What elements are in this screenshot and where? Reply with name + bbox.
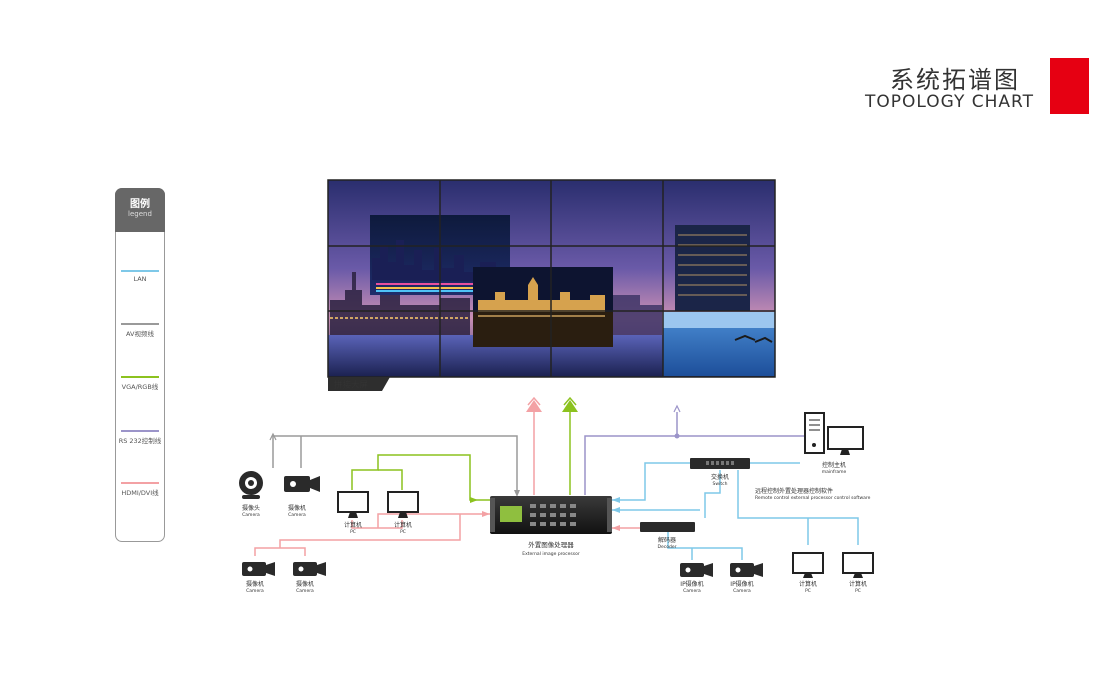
page-title: 系统拓谱图 [890, 66, 1020, 94]
legend-line-lan [121, 270, 159, 272]
camera-icon: 摄像机 Camera [284, 476, 320, 518]
pc-right-1-sublabel: PC [805, 588, 811, 594]
pc-left-2-icon: 计算机 PC [387, 491, 419, 535]
ipcam-1-sublabel: Camera [683, 588, 701, 594]
camera-bottom-1-sublabel: Camera [246, 588, 264, 594]
pc-right-1-label: 计算机 [799, 580, 817, 588]
mainframe-icon: 控制主机 mainframe [804, 412, 864, 475]
pc-right-2-sublabel: PC [855, 588, 861, 594]
pc-left-2-sublabel: PC [400, 529, 406, 535]
pc-right-2-icon: 计算机 PC [842, 552, 874, 594]
ipcam-2-label: IP摄像机 [730, 580, 753, 588]
webcam-icon: 摄像头 Camera [239, 471, 263, 518]
legend-label-rs232: RS 232控制线 [118, 437, 162, 445]
legend-subtitle: legend [128, 210, 152, 218]
switch-sublabel: Switch [713, 481, 728, 487]
webcam-label: 摄像头 [242, 504, 260, 512]
camera-top-label: 摄像机 [288, 504, 306, 512]
switch-label: 交换机 [711, 473, 729, 481]
ipcam-2-icon: IP摄像机 Camera [730, 563, 763, 594]
pc-left-1-sublabel: PC [350, 529, 356, 535]
page-subtitle: TOPOLOGY CHART [864, 92, 1034, 112]
legend-label-vga: VGA/RGB线 [121, 383, 159, 391]
connections [254, 412, 859, 560]
ipcam-2-sublabel: Camera [733, 588, 751, 594]
video-wall-label: 拼接大屏 [334, 380, 369, 391]
ipcam-1-label: IP摄像机 [680, 580, 703, 588]
software-sublabel: Remote control external processor contro… [755, 495, 871, 501]
pc-left-1-label: 计算机 [344, 521, 362, 529]
processor-label: 外置图像处理器 [528, 540, 574, 549]
camera-top-sublabel: Camera [288, 512, 306, 518]
legend-line-hdmi [121, 482, 159, 484]
camera-bottom-2-sublabel: Camera [296, 588, 314, 594]
mainframe-sublabel: mainframe [822, 469, 847, 475]
decoder-label: 解码器 [658, 536, 676, 544]
processor-sublabel: External image processor [522, 551, 580, 557]
decoder-device: 解码器 Decoder [640, 522, 695, 550]
webcam-sublabel: Camera [242, 512, 260, 518]
pc-left-1-icon: 计算机 PC [337, 491, 369, 535]
accent-block [1050, 58, 1089, 114]
legend-header: 图例 legend [115, 188, 165, 232]
legend-label-lan: LAN [133, 275, 147, 283]
camera-bottom-1-icon: 摄像机 Camera [242, 562, 275, 594]
arrows [269, 396, 681, 531]
pc-right-2-label: 计算机 [849, 580, 867, 588]
video-wall: 拼接大屏 [327, 179, 776, 391]
processor-device: 外置图像处理器 External image processor [490, 496, 612, 557]
decoder-sublabel: Decoder [658, 544, 677, 550]
legend-label-hdmi: HDMI/DVI线 [121, 489, 159, 497]
mainframe-label: 控制主机 [822, 461, 846, 469]
legend-line-vga [121, 376, 159, 378]
pc-right-1-icon: 计算机 PC [792, 552, 824, 594]
software-label: 远程控制外置处理器控制软件 [755, 487, 833, 495]
ipcam-1-icon: IP摄像机 Camera [680, 563, 713, 594]
switch-device: 交换机 Switch [690, 458, 750, 487]
camera-bottom-2-label: 摄像机 [296, 580, 314, 588]
legend-line-av [121, 323, 159, 325]
pc-left-2-label: 计算机 [394, 521, 412, 529]
camera-bottom-1-label: 摄像机 [246, 580, 264, 588]
camera-bottom-2-icon: 摄像机 Camera [293, 562, 326, 594]
legend-title: 图例 [130, 199, 150, 210]
legend-line-rs232 [121, 430, 159, 432]
legend-label-av: AV视频线 [126, 330, 154, 338]
